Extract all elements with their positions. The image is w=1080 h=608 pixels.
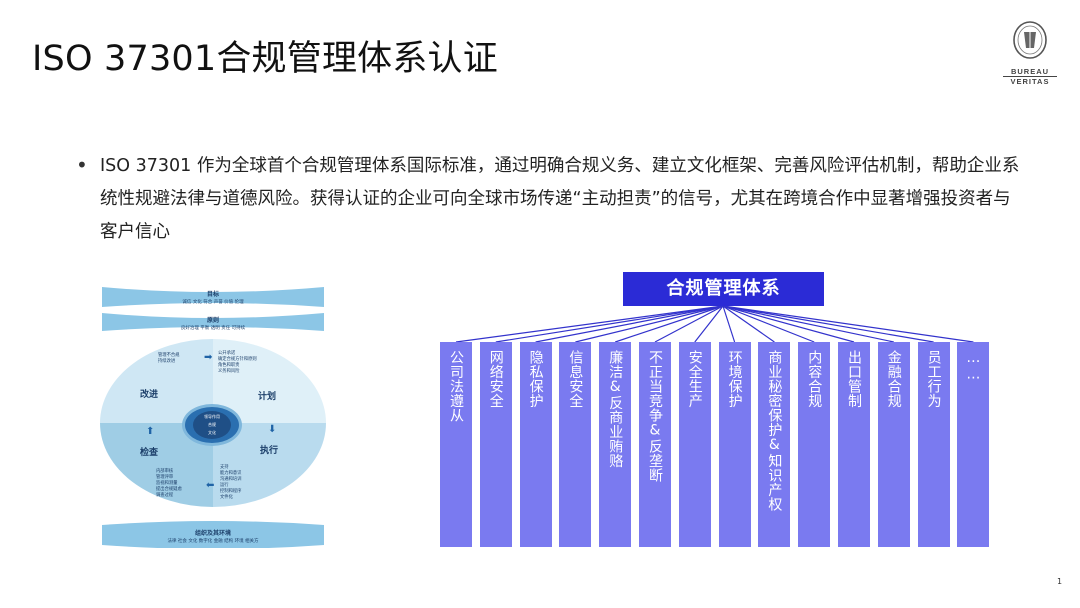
note-line: 文件化 xyxy=(220,495,241,501)
org-column: 安全生产 xyxy=(679,342,711,547)
context-items: 法律 社会 文化 数字化 金融 结构 环境 相关方 xyxy=(100,538,326,544)
intro-text: ISO 37301 作为全球首个合规管理体系国际标准，通过明确合规义务、建立文化… xyxy=(100,150,1020,249)
connector-line xyxy=(723,306,735,342)
org-column-label: 网络安全 xyxy=(488,350,504,547)
org-column-label: 隐私保护 xyxy=(528,350,544,547)
core-line: 文化 xyxy=(193,429,231,437)
goal-title: 目标 xyxy=(100,289,326,298)
logo-text-veritas: VERITAS xyxy=(1003,76,1057,86)
arrow-left-icon: ⬅ xyxy=(206,481,216,491)
notes-check: 内部审核 管理评审 监视和测量 提出合规疑虑 调查过程 xyxy=(156,469,182,499)
principle-items: 良好治理 平衡 透明 责任 可持续 xyxy=(100,325,326,331)
bullet-dot-icon: • xyxy=(76,153,88,177)
note-line: 义务和风险 xyxy=(218,369,257,375)
notes-plan: 公开承诺 确定合规方针和原则 角色和职责 义务和风险 xyxy=(218,351,257,375)
connector-line xyxy=(723,306,814,342)
arrow-down-icon: ⬇ xyxy=(268,425,278,435)
org-column-label: 员工行为 xyxy=(926,350,942,547)
org-root-node: 合规管理体系 xyxy=(623,272,824,306)
core-leadership: 领导作用 合规 文化 xyxy=(193,411,231,439)
org-column-label: 商业秘密保护&知识产权 xyxy=(766,350,782,547)
connector-line xyxy=(723,306,854,342)
org-column: 金融合规 xyxy=(878,342,910,547)
compliance-cycle-diagram: 目标 诚信 文化 符合 声誉 价值 伦理 原则 良好治理 平衡 透明 责任 可持… xyxy=(100,283,326,548)
org-column-label: 环境保护 xyxy=(727,350,743,547)
org-column-label: 信息安全 xyxy=(567,350,583,547)
org-column: 公司法遵从 xyxy=(440,342,472,547)
page-title: ISO 37301合规管理体系认证 xyxy=(32,30,498,81)
principle-title: 原则 xyxy=(100,315,326,324)
org-column: …… xyxy=(957,342,989,547)
connector-line xyxy=(456,306,723,342)
label-plan: 计划 xyxy=(258,389,276,402)
goal-band: 目标 诚信 文化 符合 声誉 价值 伦理 xyxy=(100,289,326,305)
goal-items: 诚信 文化 符合 声誉 价值 伦理 xyxy=(100,299,326,305)
org-column-label: 廉洁&反商业贿赂 xyxy=(607,350,623,547)
org-column-label: 安全生产 xyxy=(687,350,703,547)
label-check: 检查 xyxy=(140,445,158,458)
arrow-right-icon: ➡ xyxy=(204,353,214,363)
bureau-veritas-logo: BUREAU VERITAS xyxy=(1003,20,1057,86)
org-column: 环境保护 xyxy=(719,342,751,547)
org-column: 出口管制 xyxy=(838,342,870,547)
org-column-label: 内容合规 xyxy=(806,350,822,547)
org-column: 员工行为 xyxy=(918,342,950,547)
context-band: 组织及其环境 法律 社会 文化 数字化 金融 结构 环境 相关方 xyxy=(100,528,326,544)
org-column-label: 不正当竞争&反垄断 xyxy=(647,350,663,547)
org-column-label: 出口管制 xyxy=(846,350,862,547)
connector-line xyxy=(723,306,934,342)
label-improve: 改进 xyxy=(140,387,158,400)
org-column: 廉洁&反商业贿赂 xyxy=(599,342,631,547)
arrow-up-icon: ⬆ xyxy=(146,427,156,437)
core-line: 领导作用 xyxy=(193,413,231,421)
page-number: 1 xyxy=(1057,577,1062,586)
notes-improve: 管理不合规 持续改进 xyxy=(158,353,179,365)
compliance-org-chart: 合规管理体系 公司法遵从 网络安全 隐私保护 信息安全 廉洁&反商业贿赂 不正当竞争&反垄… xyxy=(438,270,994,550)
org-column: 商业秘密保护&知识产权 xyxy=(758,342,790,547)
connector-line xyxy=(575,306,723,342)
notes-do: 支持 能力和意识 沟通和培训 运行 控制和程序 文件化 xyxy=(220,465,241,501)
core-line: 合规 xyxy=(193,421,231,429)
context-title: 组织及其环境 xyxy=(100,528,326,537)
seal-icon xyxy=(1012,20,1048,60)
org-column: 不正当竞争&反垄断 xyxy=(639,342,671,547)
org-column-label: …… xyxy=(965,350,981,547)
org-column-label: 金融合规 xyxy=(886,350,902,547)
label-do: 执行 xyxy=(260,443,278,456)
connector-line xyxy=(536,306,723,342)
principle-band: 原则 良好治理 平衡 透明 责任 可持续 xyxy=(100,315,326,331)
org-column: 内容合规 xyxy=(798,342,830,547)
logo-text-bureau: BUREAU xyxy=(1003,67,1057,76)
org-column-label: 公司法遵从 xyxy=(448,350,464,547)
org-column: 信息安全 xyxy=(559,342,591,547)
org-column: 网络安全 xyxy=(480,342,512,547)
note-line: 调查过程 xyxy=(156,493,182,499)
connector-line xyxy=(723,306,973,342)
org-column: 隐私保护 xyxy=(520,342,552,547)
note-line: 持续改进 xyxy=(158,359,179,365)
